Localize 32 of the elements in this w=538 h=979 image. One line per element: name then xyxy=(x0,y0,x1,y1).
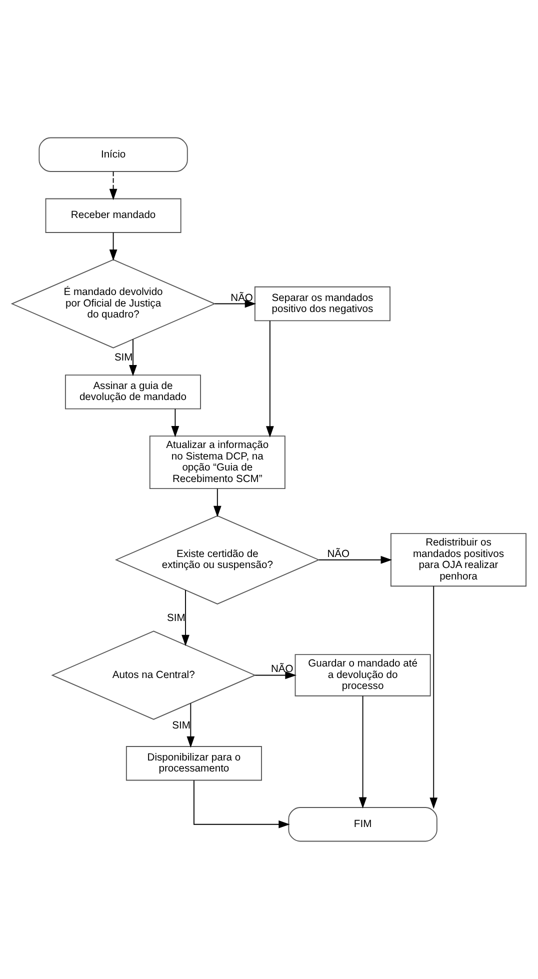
node-box: Separar os mandados positivo dos negativos xyxy=(254,286,390,322)
arrow xyxy=(109,171,118,200)
edge-label: SIM xyxy=(114,352,133,364)
edge-label: NÃO xyxy=(230,292,253,304)
node-diamond: Autos na Central? xyxy=(51,630,256,720)
arrow xyxy=(266,320,274,438)
arrow xyxy=(194,780,290,828)
node-box: Redistribuir os mandados positivos para OJA realizar penhora xyxy=(390,533,526,587)
arrow xyxy=(430,586,438,809)
edge-label: NÃO xyxy=(270,664,294,676)
arrow xyxy=(109,232,118,261)
node-diamond: É mandado devolvido por Oficial de Justiça do quadro? xyxy=(10,259,216,348)
node-box: Disponibilizar para o processamento xyxy=(126,746,262,781)
node-box: Assinar a guia de devolução de mandado xyxy=(64,374,201,410)
arrow xyxy=(129,338,137,376)
edge-label: NÃO xyxy=(327,548,350,560)
node-box: Guardar o mandado até a devolução do processo xyxy=(294,654,431,696)
arrow xyxy=(254,671,296,680)
node-box: Atualizar a informação no Sistema DCP, na opção “Guia de Recebimento SCM” xyxy=(149,436,286,490)
arrow xyxy=(182,590,190,646)
node-box: Início xyxy=(38,137,188,172)
node-box: Receber mandado xyxy=(45,198,182,233)
edge-label: SIM xyxy=(166,612,186,624)
arrow xyxy=(358,696,367,808)
edge-label: SIM xyxy=(172,720,190,732)
arrow xyxy=(214,300,256,308)
arrow xyxy=(318,556,392,564)
node-diamond: Existe certidão de extinção ou suspensão? xyxy=(114,515,320,604)
arrow xyxy=(171,408,180,438)
node-box: FIM xyxy=(288,807,438,842)
arrow xyxy=(186,702,195,748)
arrow xyxy=(213,488,222,518)
